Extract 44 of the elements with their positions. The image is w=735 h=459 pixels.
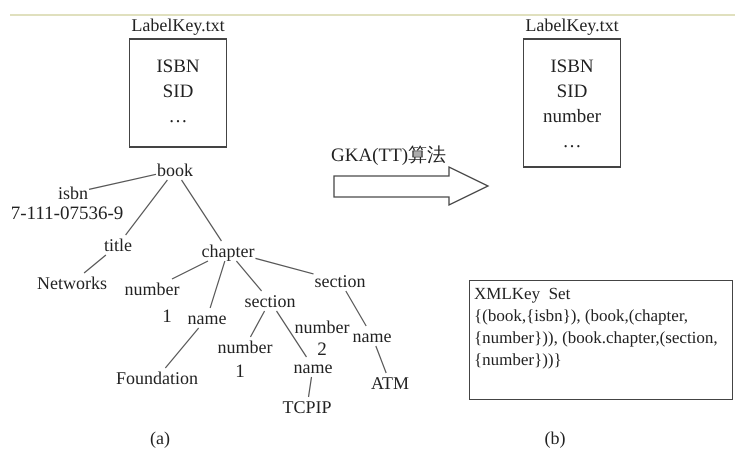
tree-line: [172, 260, 208, 280]
key-list-box: ISBN SID number …: [523, 38, 621, 168]
tree-label: isbn: [58, 184, 88, 202]
tree-line: [345, 290, 367, 326]
tree-line: [164, 328, 200, 368]
tree-label: number: [124, 280, 180, 298]
tree-label: Networks: [37, 274, 107, 292]
tree-line: [236, 260, 262, 292]
tree-label: name: [352, 327, 392, 345]
tree-label: title: [104, 236, 132, 254]
tree-label: section: [314, 272, 366, 290]
tree-label: TCPIP: [282, 398, 332, 416]
key-set-text: {(book,{isbn}), (book,(chapter,{number})), (book.chapter,(section, {number}))}: [474, 305, 719, 371]
key-list-box: ISBN SID …: [129, 38, 227, 148]
value-label: 1: [235, 362, 245, 380]
tree-line: [375, 346, 387, 374]
tree-label: ATM: [371, 374, 409, 392]
file-name: LabelKey.txt: [525, 15, 619, 35]
file-name: LabelKey.txt: [131, 15, 225, 35]
value-label: 2: [317, 340, 327, 358]
tree-label: Foundation: [116, 369, 198, 387]
tree-line: [255, 258, 314, 274]
tree-line: [181, 180, 222, 242]
arrow-label: GKA(TT)算法: [331, 145, 446, 167]
tree-line: [308, 376, 312, 398]
value-label: 1: [162, 306, 172, 326]
tree-label: book: [157, 161, 193, 179]
tree-label: number: [218, 338, 272, 356]
box-heading: XMLKey Set: [474, 283, 572, 305]
tree-line: [84, 254, 106, 274]
text-box: [469, 280, 733, 400]
tree-label: name: [188, 309, 226, 327]
tree-line: [125, 180, 168, 236]
tree-label: number: [294, 318, 350, 336]
tree-line: [250, 310, 266, 338]
panel-label: (a): [150, 429, 170, 447]
tree-label: name: [294, 358, 332, 376]
tree-line: [210, 260, 226, 308]
tree-line: [276, 310, 307, 358]
panel-label: (b): [544, 429, 566, 447]
tree-label: chapter: [202, 242, 254, 260]
value-label: 7-111-07536-9: [10, 204, 124, 222]
tree-line: [88, 174, 156, 190]
tree-label: section: [244, 292, 296, 310]
